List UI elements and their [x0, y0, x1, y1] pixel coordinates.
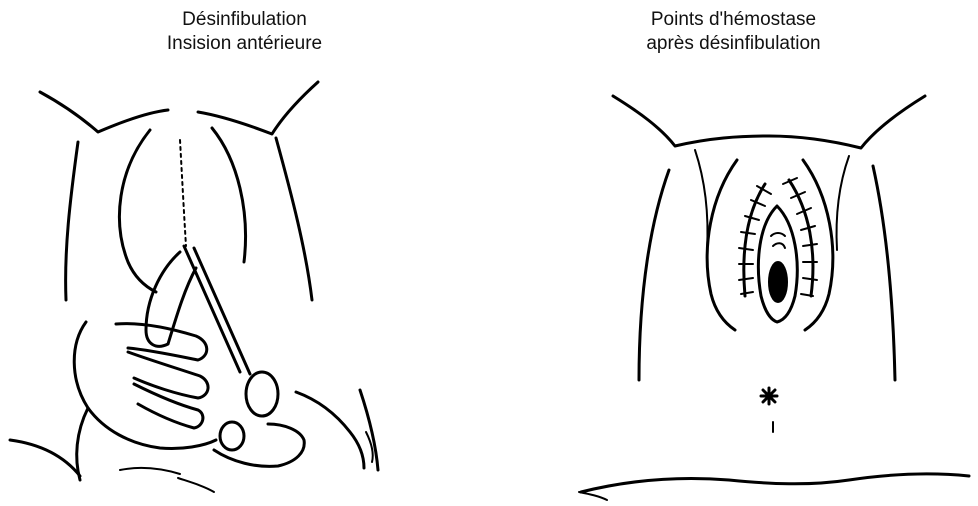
- labia-right-outline: [212, 128, 246, 262]
- left-buttock-crease: [579, 492, 607, 500]
- hand-knuckle-line: [178, 478, 214, 492]
- panel-hemostasis: Points d'hémostase après désinfibulation: [489, 0, 978, 506]
- anus-icon: [761, 388, 777, 404]
- right-hip-outline: [198, 82, 318, 134]
- vaginal-opening: [769, 262, 787, 302]
- labia-left-outline: [119, 130, 156, 292]
- lower-contour: [581, 474, 969, 492]
- hand-lower-fingers: [214, 424, 304, 466]
- incision-dotted-line: [180, 140, 186, 246]
- hand-crease: [120, 468, 180, 474]
- left-inner-thigh: [695, 150, 708, 250]
- scissors-blade-second: [194, 248, 250, 374]
- right-inner-thigh: [837, 156, 850, 250]
- right-hip-outline: [769, 96, 925, 148]
- panel-deinfibulation: Désinfibulation Insision antérieure: [0, 0, 489, 506]
- hand-thumb: [146, 252, 196, 346]
- hand-wrist: [77, 408, 88, 480]
- scissors-blade: [184, 246, 240, 372]
- right-thigh-outline: [276, 138, 312, 300]
- left-hip-outline: [613, 96, 769, 146]
- hand-index-finger: [116, 324, 207, 360]
- left-thigh-outline: [66, 142, 78, 300]
- left-hip-outline: [40, 92, 168, 132]
- labia-left-outline: [707, 160, 737, 330]
- right-thigh-outline: [873, 166, 895, 380]
- anterior-incision-illustration: [0, 0, 489, 506]
- left-thigh-outline: [639, 170, 669, 380]
- hemostasis-sutures-illustration: [489, 0, 978, 506]
- urethral-meatus-icon: [771, 233, 785, 248]
- forearm-outline: [296, 392, 364, 468]
- scissors-handle-ring-lower: [220, 422, 244, 450]
- hand-palm: [74, 322, 216, 449]
- lower-left-leg-outline: [10, 440, 80, 476]
- scissors-handle-ring: [246, 372, 278, 416]
